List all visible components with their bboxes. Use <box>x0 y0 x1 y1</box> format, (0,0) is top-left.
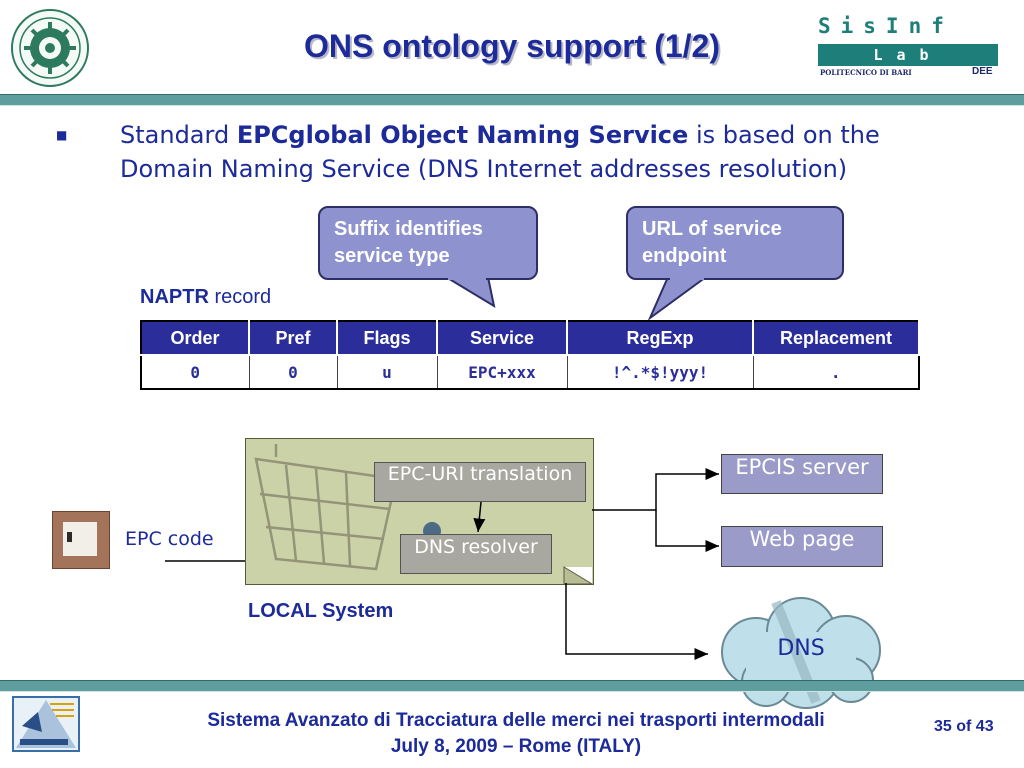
table-cell: EPC+xxx <box>436 354 568 390</box>
naptr-label: NAPTR record <box>140 286 272 308</box>
page-number: 35 of 43 <box>934 718 994 735</box>
sai-project-logo <box>12 696 80 752</box>
header-divider <box>0 94 1024 106</box>
dns-resolver-box: DNS resolver <box>400 534 552 574</box>
epc-code-label: EPC code <box>125 528 214 550</box>
dns-label: DNS <box>777 636 825 661</box>
column-header: Pref <box>249 321 338 356</box>
epc-uri-translation-box: EPC-URI translation <box>374 462 586 502</box>
table-cell: !^.*$!yyy! <box>566 354 754 390</box>
callout-joint <box>448 276 486 280</box>
bullet-text: Standard EPCglobal Object Naming Service… <box>120 121 880 183</box>
naptr-table: Order Pref Flags Service RegExp Replacem… <box>140 320 920 390</box>
shopping-cart-icon <box>254 444 594 585</box>
slide-title: ONS ontology support (1/2) <box>304 28 720 64</box>
footer-text: Sistema Avanzato di Tracciatura delle me… <box>110 708 922 760</box>
brand-lab-bar: Lab <box>818 44 998 66</box>
table-header-row: Order Pref Flags Service RegExp Replacem… <box>141 321 920 356</box>
footer-divider <box>0 680 1024 692</box>
epcis-server-box: EPCIS server <box>721 454 883 494</box>
column-header: Replacement <box>753 321 920 356</box>
web-page-box: Web page <box>721 526 883 567</box>
callout-url: URL of service endpoint <box>626 206 844 280</box>
table-cell: u <box>336 354 438 390</box>
column-header: RegExp <box>567 321 754 356</box>
table-cell: . <box>752 354 920 390</box>
column-header: Order <box>141 321 250 356</box>
callout-suffix: Suffix identifies service type <box>318 206 538 280</box>
brand-institution: POLITECNICO DI BARI <box>820 68 912 77</box>
footer-line-1: Sistema Avanzato di Tracciatura delle me… <box>207 710 825 731</box>
bullet-bold-term: EPCglobal Object Naming Service <box>236 121 689 149</box>
column-header: Flags <box>337 321 438 356</box>
footer-line-2: July 8, 2009 – Rome (ITALY) <box>390 736 642 757</box>
brand-dept: DEE <box>972 66 993 77</box>
table-row: 0 0 u EPC+xxx !^.*$!yyy! . <box>140 354 920 390</box>
table-cell: 0 <box>248 354 338 390</box>
rfid-tag-icon <box>52 511 110 569</box>
callout-joint <box>670 276 704 280</box>
bullet-square-icon: ■ <box>56 128 68 142</box>
university-seal-logo <box>10 8 90 88</box>
column-header: Service <box>437 321 568 356</box>
table-cell: 0 <box>140 354 250 390</box>
brand-logo-text: SisInf <box>818 14 954 38</box>
local-system-label: LOCAL System <box>248 600 394 622</box>
